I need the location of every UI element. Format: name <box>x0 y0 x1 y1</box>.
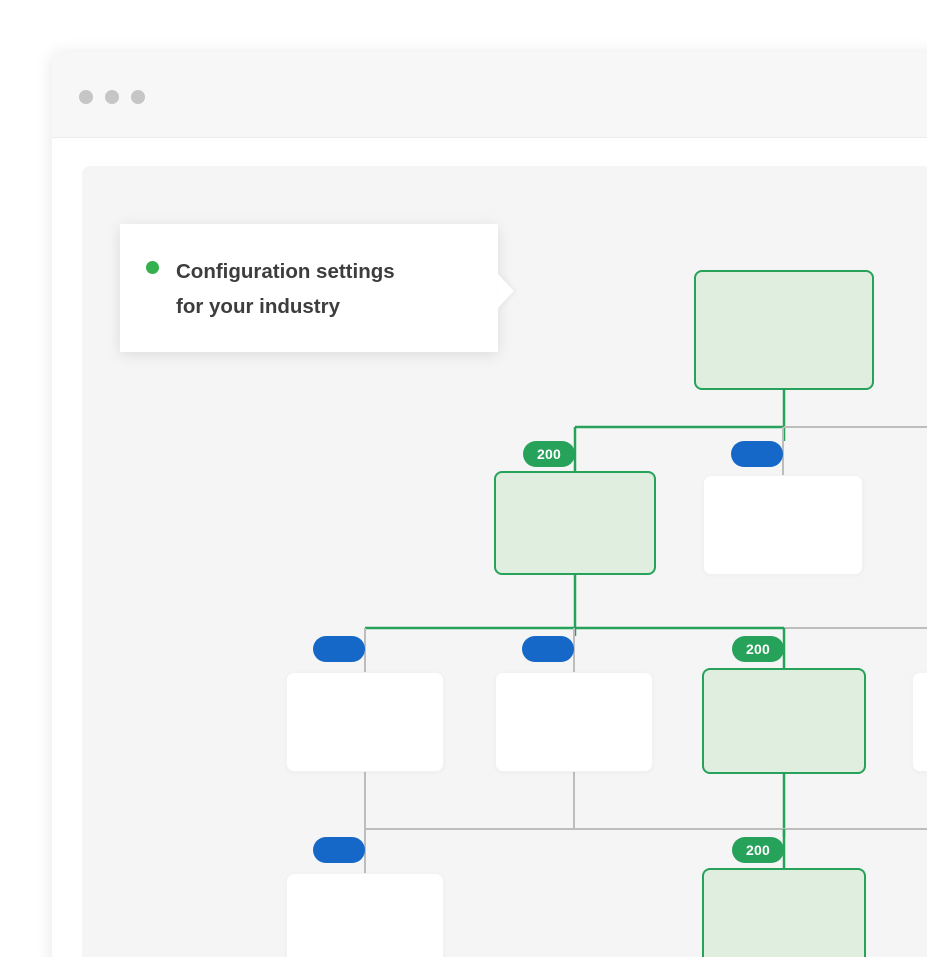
minimize-dot[interactable] <box>105 90 119 104</box>
tree-node[interactable] <box>912 672 927 772</box>
tree-node[interactable] <box>286 672 444 772</box>
tree-node[interactable] <box>702 668 866 774</box>
close-dot[interactable] <box>79 90 93 104</box>
tooltip-callout: Configuration settings for your industry <box>120 224 498 352</box>
status-badge-blank[interactable] <box>522 636 574 662</box>
status-badge-ok[interactable]: 200 <box>523 441 575 467</box>
status-badge-ok[interactable]: 200 <box>732 837 784 863</box>
window-titlebar <box>52 52 927 138</box>
status-badge-blank[interactable] <box>313 837 365 863</box>
bullet-dot-icon <box>146 261 159 274</box>
status-badge-blank[interactable] <box>731 441 783 467</box>
tree-node[interactable] <box>494 471 656 575</box>
status-badge-blank[interactable] <box>313 636 365 662</box>
callout-arrow-icon <box>498 274 514 308</box>
tree-node[interactable] <box>495 672 653 772</box>
tree-node[interactable] <box>286 873 444 957</box>
tree-node[interactable] <box>703 475 863 575</box>
status-badge-ok[interactable]: 200 <box>732 636 784 662</box>
tree-node[interactable] <box>694 270 874 390</box>
tree-node[interactable] <box>702 868 866 957</box>
callout-text: Configuration settings for your industry <box>176 260 395 319</box>
browser-window: 200 200 200 <box>52 52 927 957</box>
window-controls <box>79 90 145 104</box>
tree-diagram: 200 200 200 <box>82 166 927 957</box>
maximize-dot[interactable] <box>131 90 145 104</box>
